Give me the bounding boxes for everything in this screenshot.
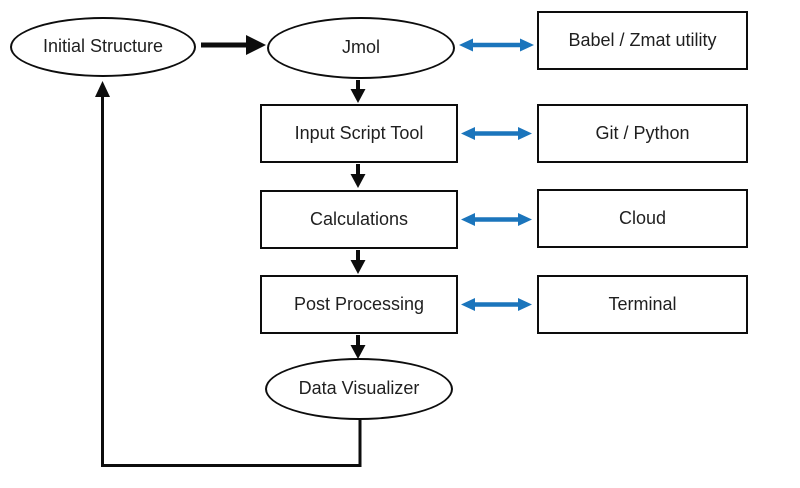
node-initial-structure: Initial Structure bbox=[10, 17, 196, 77]
node-terminal-label: Terminal bbox=[608, 293, 677, 314]
node-jmol-label: Jmol bbox=[341, 37, 380, 58]
arrow-initial-to-jmol-icon bbox=[201, 35, 266, 55]
node-post-processing: Post Processing bbox=[260, 275, 458, 334]
node-babel-zmat-utility: Babel / Zmat utility bbox=[537, 11, 748, 70]
node-post-processing-label: Post Processing bbox=[293, 293, 425, 314]
arrow-postprocessing-to-datavisualizer-icon bbox=[350, 335, 366, 359]
node-input-script-tool-label: Input Script Tool bbox=[294, 122, 424, 143]
node-calculations-label: Calculations bbox=[309, 208, 409, 229]
node-git-python-label: Git / Python bbox=[595, 122, 690, 143]
node-cloud: Cloud bbox=[537, 189, 748, 248]
node-initial-structure-label: Initial Structure bbox=[42, 36, 164, 57]
bidirectional-arrow-inputscript-git-icon bbox=[461, 127, 532, 140]
node-babel-zmat-utility-label: Babel / Zmat utility bbox=[568, 29, 717, 50]
node-terminal: Terminal bbox=[537, 275, 748, 334]
feedback-arrow-datavisualizer-to-initial-icon bbox=[95, 81, 362, 467]
node-git-python: Git / Python bbox=[537, 104, 748, 163]
arrow-calculations-to-postprocessing-icon bbox=[350, 250, 366, 274]
bidirectional-arrow-postprocessing-terminal-icon bbox=[461, 298, 532, 311]
node-data-visualizer: Data Visualizer bbox=[265, 358, 453, 420]
node-jmol: Jmol bbox=[267, 17, 455, 79]
node-data-visualizer-label: Data Visualizer bbox=[298, 378, 420, 399]
node-input-script-tool: Input Script Tool bbox=[260, 104, 458, 163]
node-cloud-label: Cloud bbox=[618, 207, 667, 228]
node-calculations: Calculations bbox=[260, 190, 458, 249]
bidirectional-arrow-calculations-cloud-icon bbox=[461, 213, 532, 226]
bidirectional-arrow-jmol-babel-icon bbox=[459, 38, 534, 52]
arrow-inputscript-to-calculations-icon bbox=[350, 164, 366, 188]
arrow-jmol-to-inputscript-icon bbox=[350, 80, 366, 103]
